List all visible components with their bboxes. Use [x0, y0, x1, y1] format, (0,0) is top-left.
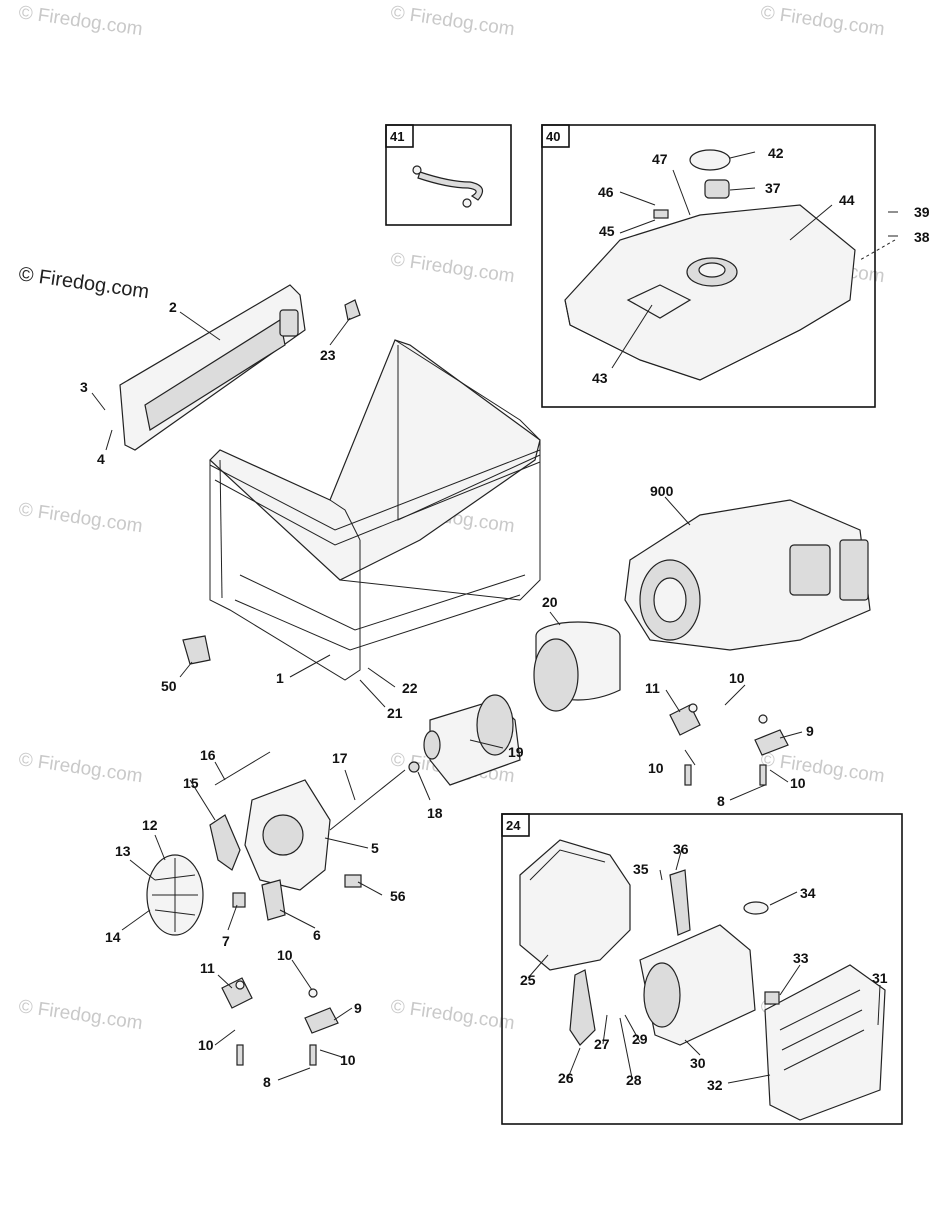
callout-18: 18 — [427, 805, 443, 821]
box-tag-41: 41 — [390, 129, 404, 144]
watermark: © Firedog.com — [17, 499, 144, 537]
callout-10-lower-c: 10 — [340, 1052, 356, 1068]
callout-labels: 1 2 3 4 5 6 7 8 9 10 10 10 11 12 13 14 1… — [80, 145, 930, 1093]
callout-35: 35 — [633, 861, 649, 877]
watermark: © Firedog.com — [17, 996, 144, 1034]
callout-21: 21 — [387, 705, 403, 721]
callout-11-lower: 11 — [200, 960, 215, 976]
callout-15: 15 — [183, 775, 199, 791]
copyright-mark: © Firedog.com — [17, 263, 150, 303]
leader-lines — [91, 151, 898, 1084]
box-tag-40: 40 — [546, 129, 560, 144]
callout-14: 14 — [105, 929, 121, 945]
callout-50: 50 — [161, 678, 177, 694]
heat-shield-shape — [519, 839, 631, 971]
callout-38: 38 — [914, 229, 930, 245]
callout-9-lower: 9 — [354, 1000, 362, 1016]
callout-17: 17 — [332, 750, 348, 766]
box-tag-24: 24 — [506, 818, 521, 833]
callout-34: 34 — [800, 885, 816, 901]
callout-33: 33 — [793, 950, 809, 966]
group-box-40: 40 — [541, 124, 876, 408]
callout-8-lower: 8 — [263, 1074, 271, 1090]
muffler-cover-shape — [764, 964, 886, 1121]
callout-32: 32 — [707, 1077, 723, 1093]
callout-45: 45 — [599, 223, 615, 239]
watermark: © Firedog.com — [17, 2, 144, 40]
callout-6: 6 — [313, 927, 321, 943]
callout-10c: 10 — [790, 775, 806, 791]
callout-42: 42 — [768, 145, 784, 161]
callout-47: 47 — [652, 151, 668, 167]
watermark: © Firedog.com — [389, 2, 516, 40]
callout-1: 1 — [276, 670, 284, 686]
group-box-24: 24 — [501, 813, 903, 1125]
watermark: © Firedog.com — [759, 749, 886, 787]
grommet-shape — [182, 635, 211, 665]
callout-10b: 10 — [648, 760, 664, 776]
stator-shape — [533, 621, 621, 712]
frame-shape — [209, 339, 541, 681]
callout-44: 44 — [839, 192, 855, 208]
callout-39: 39 — [914, 204, 930, 220]
callout-900: 900 — [650, 483, 674, 499]
callout-25: 25 — [520, 972, 536, 988]
cover-shape — [209, 814, 241, 871]
callout-20: 20 — [542, 594, 558, 610]
watermark: © Firedog.com — [389, 249, 516, 287]
callout-4: 4 — [97, 451, 105, 467]
callout-9: 9 — [806, 723, 814, 739]
callout-3: 3 — [80, 379, 88, 395]
watermark: © Firedog.com — [389, 996, 516, 1034]
callout-7: 7 — [222, 933, 230, 949]
callout-5: 5 — [371, 840, 379, 856]
watermark: © Firedog.com — [759, 2, 886, 40]
callout-13: 13 — [115, 843, 131, 859]
mount-set-lower — [221, 977, 339, 1066]
mount-set-upper — [669, 703, 789, 786]
watermark: © Firedog.com — [17, 749, 144, 787]
callout-29: 29 — [632, 1031, 648, 1047]
callout-37: 37 — [765, 180, 781, 196]
callout-19: 19 — [508, 744, 524, 760]
callout-31: 31 — [872, 970, 888, 986]
callout-11: 11 — [645, 680, 660, 696]
callout-12: 12 — [142, 817, 158, 833]
callout-10: 10 — [729, 670, 745, 686]
group-box-41: 41 — [385, 124, 512, 226]
callout-23: 23 — [320, 347, 336, 363]
callout-16: 16 — [200, 747, 216, 763]
callout-28: 28 — [626, 1072, 642, 1088]
callout-56: 56 — [390, 888, 406, 904]
callout-26: 26 — [558, 1070, 574, 1086]
callout-27: 27 — [594, 1036, 610, 1052]
fuel-hose-shape — [417, 171, 484, 201]
callout-43: 43 — [592, 370, 608, 386]
callout-10-lower-a: 10 — [277, 947, 293, 963]
callout-36: 36 — [673, 841, 689, 857]
callout-22: 22 — [402, 680, 418, 696]
callout-8: 8 — [717, 793, 725, 809]
callout-46: 46 — [598, 184, 614, 200]
callout-2: 2 — [169, 299, 177, 315]
callout-30: 30 — [690, 1055, 706, 1071]
callout-10-lower-b: 10 — [198, 1037, 214, 1053]
